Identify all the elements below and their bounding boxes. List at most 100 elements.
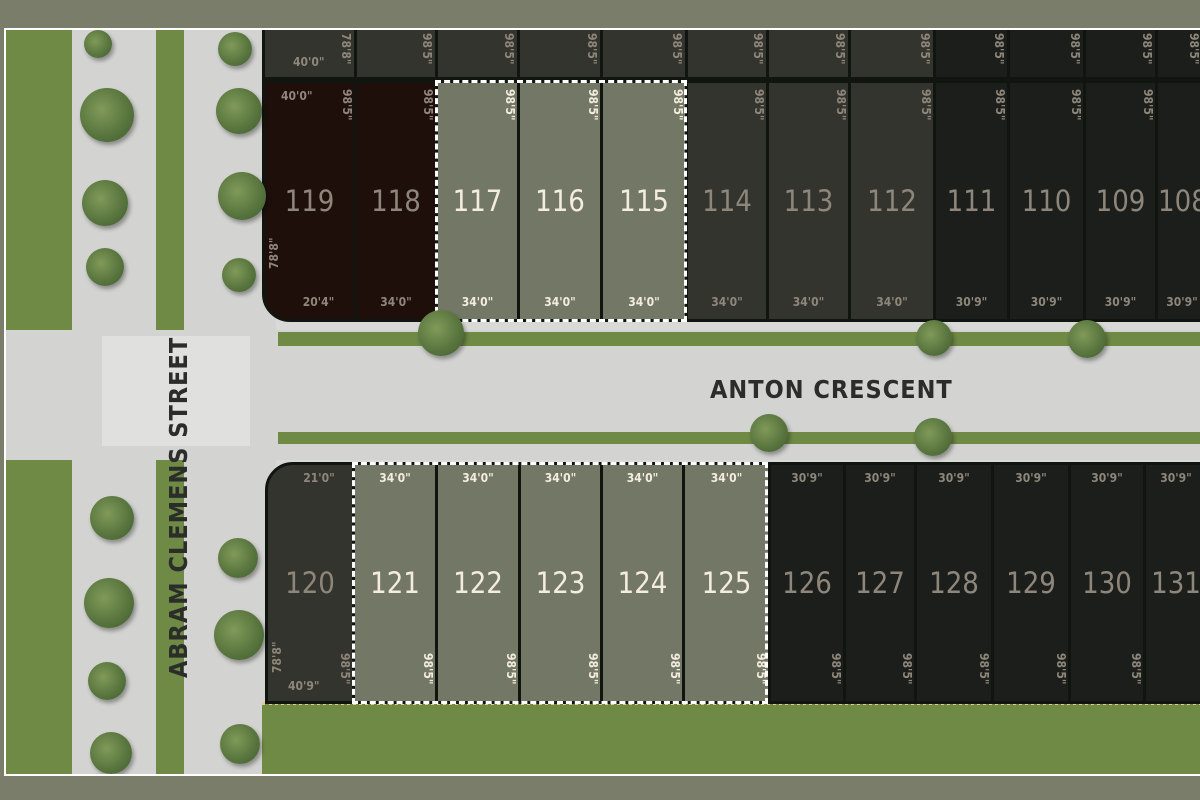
lot-depth: 98'5" bbox=[918, 33, 932, 65]
lot-frontage: 30'9" bbox=[1030, 295, 1063, 309]
tree-icon bbox=[914, 418, 952, 456]
lot-number: 108 bbox=[1158, 184, 1200, 218]
lot-partial[interactable]: 40'0"78'8" bbox=[262, 30, 357, 80]
lot-partial[interactable]: 98'5" bbox=[848, 30, 936, 80]
tree-icon bbox=[220, 724, 260, 764]
lot-127[interactable]: 127 30'9" 98'5" bbox=[843, 462, 917, 704]
lot-partial[interactable]: 98'5" bbox=[685, 30, 769, 80]
lot-number: 130 bbox=[1082, 566, 1132, 600]
lot-number: 109 bbox=[1095, 184, 1146, 218]
lot-partial[interactable]: 98'5" bbox=[1083, 30, 1158, 80]
lot-number: 114 bbox=[702, 184, 752, 218]
lot-depth: 98'5" bbox=[992, 33, 1006, 65]
lot-number: 125 bbox=[701, 566, 752, 600]
lot-frontage: 34'0" bbox=[626, 471, 659, 485]
tree-icon bbox=[418, 310, 464, 356]
lot-depth: 98'5" bbox=[977, 653, 991, 685]
lot-depth: 98'5" bbox=[1141, 89, 1155, 121]
lot-depth: 98'5" bbox=[751, 33, 765, 65]
lot-frontage: 30'9" bbox=[938, 471, 970, 485]
lot-depth: 98'5" bbox=[670, 33, 684, 65]
lot-frontage: 34'0" bbox=[628, 295, 660, 309]
lot-partial[interactable]: 98'5" bbox=[1155, 30, 1200, 80]
lot-frontage: 30'9" bbox=[791, 471, 823, 485]
tree-icon bbox=[218, 32, 252, 66]
lot-partial[interactable]: 98'5" bbox=[1007, 30, 1086, 80]
lot-130[interactable]: 130 30'9" 98'5" bbox=[1068, 462, 1146, 704]
tree-icon bbox=[218, 538, 258, 578]
boulevard bbox=[156, 460, 184, 774]
lot-number: 116 bbox=[535, 184, 585, 218]
lot-number: 120 bbox=[285, 566, 335, 600]
lot-partial[interactable]: 98'5" bbox=[600, 30, 688, 80]
lot-depth: 98'5" bbox=[1129, 653, 1143, 685]
lot-partial[interactable]: 98'5" bbox=[766, 30, 851, 80]
lot-depth: 98'5" bbox=[420, 33, 434, 65]
lot-frontage: 30'9" bbox=[1091, 471, 1123, 485]
lot-frontage: 30'9" bbox=[864, 471, 896, 485]
lot-109[interactable]: 109 30'9" 98'5" bbox=[1083, 80, 1158, 322]
lot-depth: 98'5" bbox=[1140, 33, 1154, 65]
tree-icon bbox=[750, 414, 788, 452]
boulevard bbox=[156, 30, 184, 330]
tree-icon bbox=[222, 258, 256, 292]
tree-icon bbox=[88, 662, 126, 700]
lot-number: 122 bbox=[453, 566, 503, 600]
lot-depth: 98'5" bbox=[829, 653, 843, 685]
lot-depth: 98'5" bbox=[503, 89, 517, 121]
lot-number: 123 bbox=[535, 566, 586, 600]
lot-partial[interactable]: 98'5" bbox=[933, 30, 1010, 80]
tree-icon bbox=[90, 496, 134, 540]
lot-frontage: 34'0" bbox=[380, 295, 412, 309]
street-label-anton-crescent: ANTON CRESCENT bbox=[710, 375, 953, 404]
lot-number: 128 bbox=[929, 566, 979, 600]
tree-icon bbox=[90, 732, 132, 774]
lot-depth: 98'5" bbox=[754, 653, 768, 685]
site-plan-map: 40'0"78'8"98'5"98'5"98'5"98'5"98'5"98'5"… bbox=[4, 28, 1200, 776]
lot-number: 127 bbox=[855, 566, 905, 600]
lot-number: 119 bbox=[284, 184, 335, 218]
tree-icon bbox=[214, 610, 264, 660]
lot-number: 112 bbox=[867, 184, 917, 218]
lot-108[interactable]: 10830'9" bbox=[1155, 80, 1200, 322]
lot-depth: 98'5" bbox=[919, 89, 933, 121]
lot-125[interactable]: 125 34'0" 98'5" bbox=[682, 462, 771, 704]
lot-frontage: 34'0" bbox=[711, 295, 743, 309]
tree-icon bbox=[86, 248, 124, 286]
lot-depth: 98'5" bbox=[900, 653, 914, 685]
lot-depth: 98'5" bbox=[1068, 33, 1082, 65]
lot-side-depth: 78'8" bbox=[267, 237, 281, 269]
lot-partial[interactable]: 98'5" bbox=[517, 30, 603, 80]
lot-depth: 98'5" bbox=[993, 89, 1007, 121]
lot-frontage: 30'9" bbox=[1104, 295, 1137, 309]
tree-icon bbox=[916, 320, 952, 356]
lot-number: 131 bbox=[1151, 566, 1200, 600]
lot-frontage: 34'0" bbox=[710, 471, 743, 485]
lot-partial[interactable]: 98'5" bbox=[435, 30, 520, 80]
lot-frontage: 34'0" bbox=[876, 295, 908, 309]
lot-number: 117 bbox=[452, 184, 503, 218]
lot-112[interactable]: 112 34'0" 98'5" bbox=[848, 80, 936, 322]
lot-number: 124 bbox=[617, 566, 668, 600]
lot-128[interactable]: 128 30'9" 98'5" bbox=[914, 462, 994, 704]
lot-depth: 98'5" bbox=[586, 653, 600, 685]
lot-partial[interactable]: 98'5" bbox=[354, 30, 438, 80]
lot-depth: 98'5" bbox=[1069, 89, 1083, 121]
